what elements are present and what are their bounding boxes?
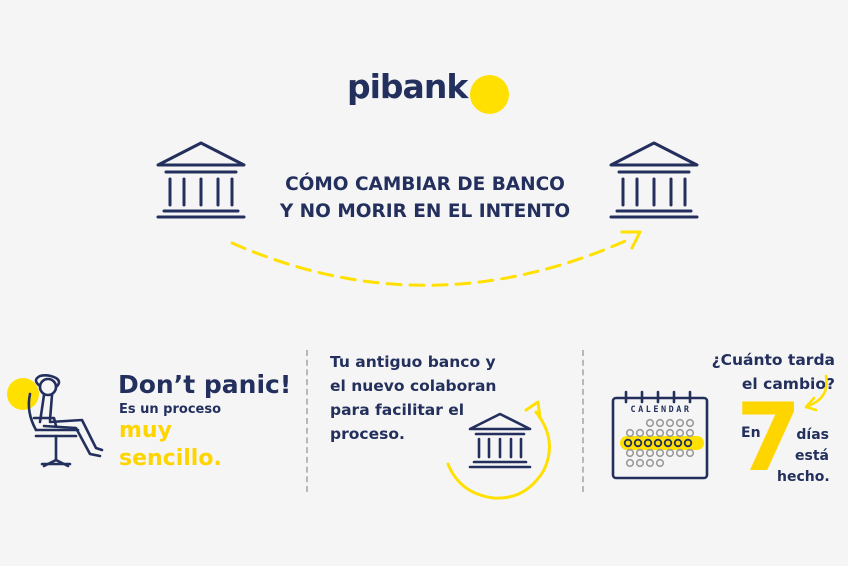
days-suffix-2: está xyxy=(795,448,829,464)
panic-highlight: muy sencillo. xyxy=(119,417,222,473)
calendar-icon xyxy=(611,390,709,480)
collab-line-1: Tu antiguo banco y xyxy=(330,353,496,371)
collab-text: Tu antiguo banco y el nuevo colaboran pa… xyxy=(330,350,530,446)
separator xyxy=(582,350,584,492)
bank-icon xyxy=(156,141,246,219)
collab-line-4: proceso. xyxy=(330,425,405,443)
days-prefix: En xyxy=(741,425,761,441)
collab-line-2: el nuevo colaboran xyxy=(330,377,497,395)
days-suffix-3: hecho. xyxy=(777,469,830,485)
title-line-2: Y NO MORIR EN EL INTENTO xyxy=(279,201,571,222)
question-line-1: ¿Cuánto tarda xyxy=(711,351,835,369)
panic-subtitle: Es un proceso xyxy=(119,402,222,417)
collab-line-3: para facilitar el xyxy=(330,401,465,419)
title-line-1: CÓMO CAMBIAR DE BANCO xyxy=(285,174,565,195)
timing-question: ¿Cuánto tarda el cambio? xyxy=(700,348,835,396)
separator xyxy=(306,350,308,492)
days-suffix-1: días xyxy=(796,427,829,443)
calendar-label: CALENDAR xyxy=(630,405,692,415)
curved-arrow-icon xyxy=(804,374,828,412)
dashed-arrow-icon xyxy=(230,230,642,287)
page-title: CÓMO CAMBIAR DE BANCO Y NO MORIR EN EL I… xyxy=(270,171,580,225)
days-suffix: días está hecho. xyxy=(777,425,830,488)
brand-logo: pibank xyxy=(347,67,468,106)
relaxed-person-icon xyxy=(7,374,104,468)
days-number: 7 xyxy=(736,384,801,493)
bank-icon xyxy=(609,141,699,219)
panic-highlight-1: muy xyxy=(119,418,172,443)
panic-heading: Don’t panic! xyxy=(118,370,292,399)
panic-highlight-2: sencillo. xyxy=(119,446,222,471)
logo-dot-icon xyxy=(470,75,509,114)
question-line-2: el cambio? xyxy=(741,375,835,393)
bank-cycle-icon xyxy=(446,400,551,500)
